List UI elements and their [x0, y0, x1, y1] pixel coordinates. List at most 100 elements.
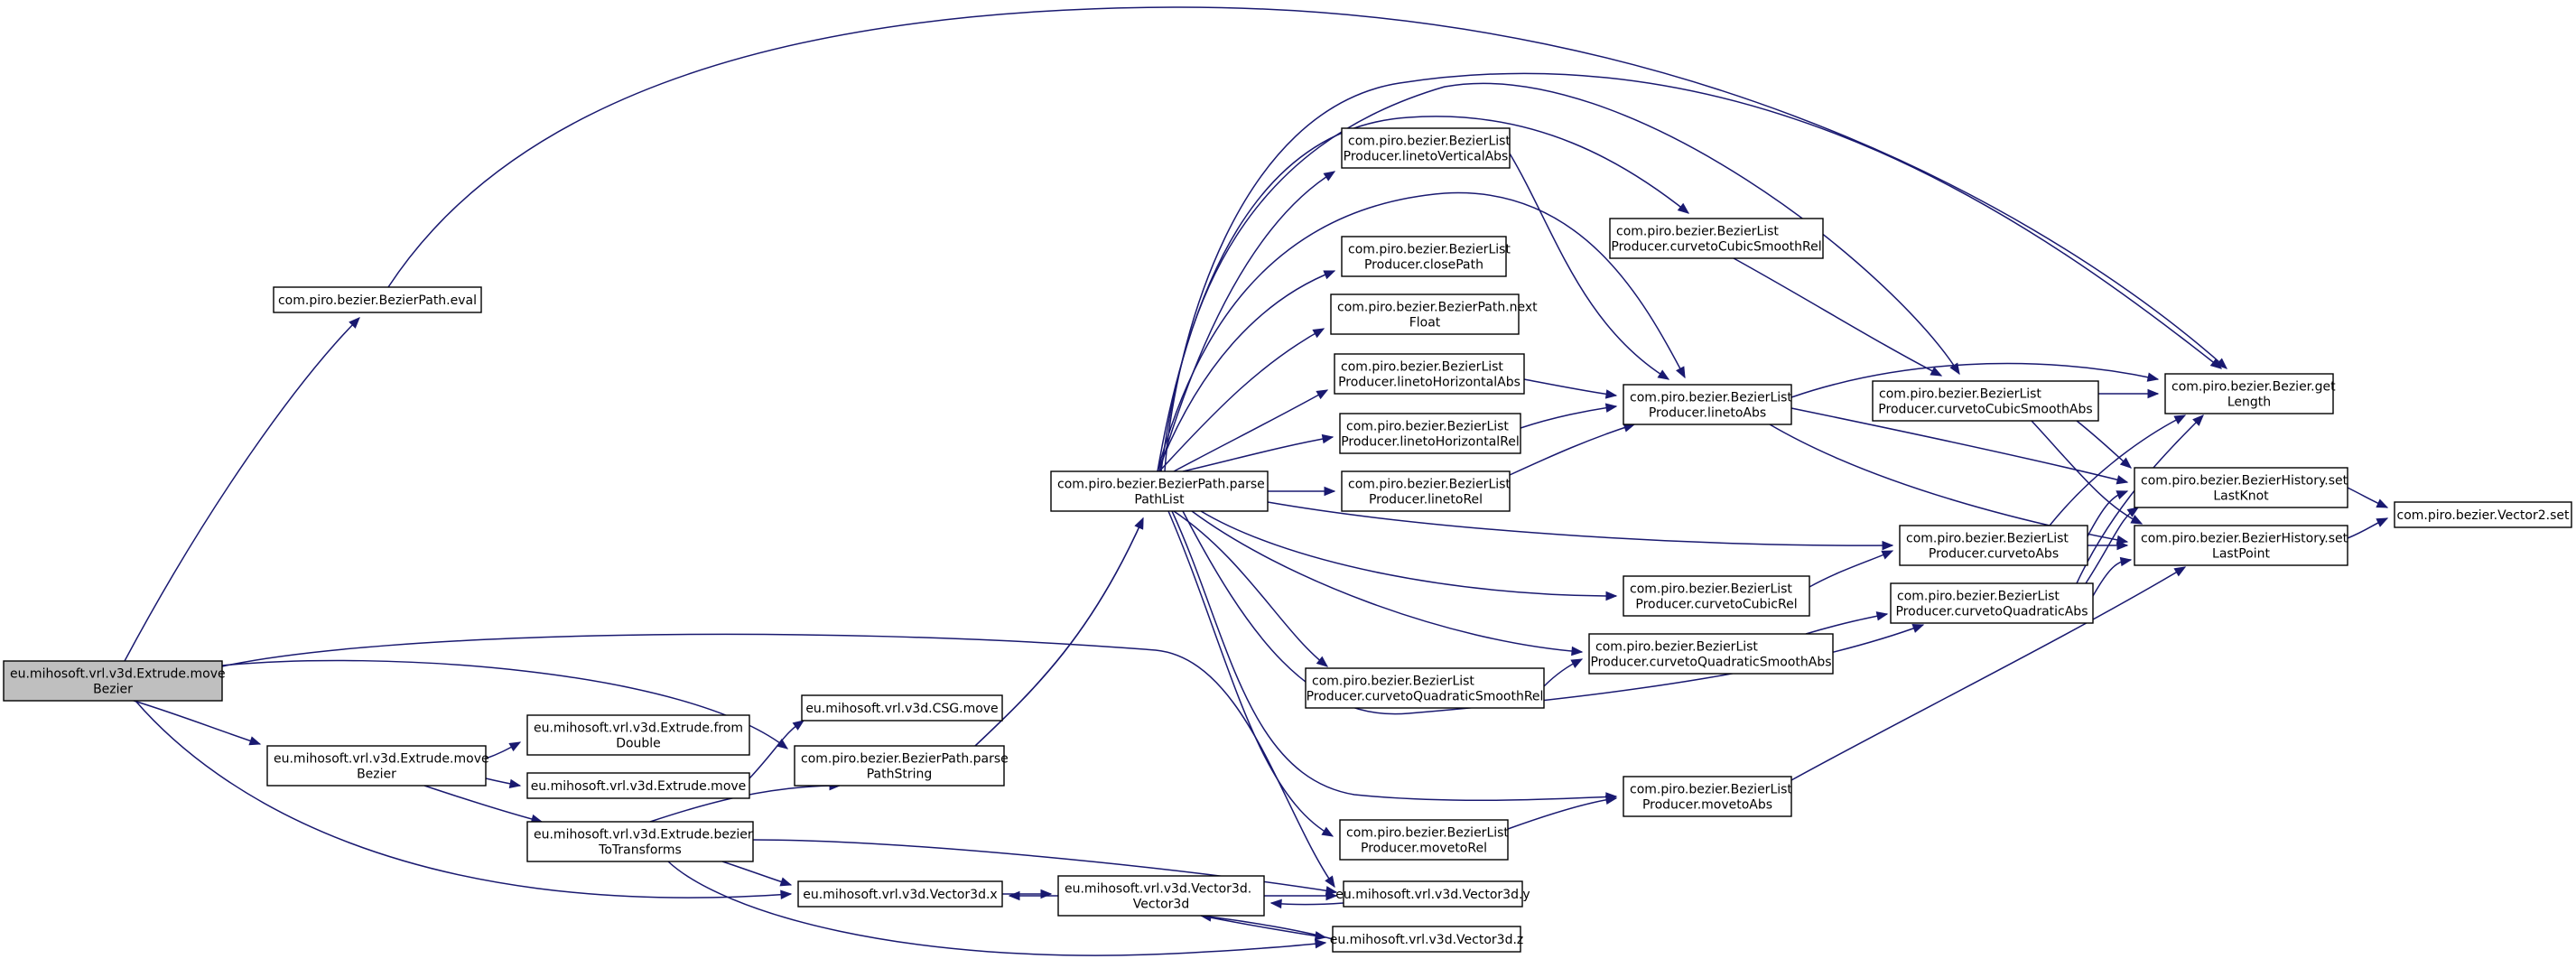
edge-arrowhead: [508, 778, 522, 789]
function-node[interactable]: com.piro.bezier.BezierHistory.setLastKno…: [2134, 467, 2348, 508]
edge-line: [1173, 510, 1328, 667]
function-node[interactable]: eu.mihosoft.vrl.v3d.Extrude.bezierToTran…: [526, 821, 754, 862]
edge-arrowhead: [2130, 515, 2144, 525]
edge-n4-n5: [1157, 270, 1336, 472]
node-box: [1334, 353, 1525, 395]
function-node[interactable]: eu.mihosoft.vrl.v3d.Vector3d.Vector3d: [1057, 875, 1265, 917]
node-label: com.piro.bezier.BezierList: [1630, 783, 1792, 797]
edge-line: [221, 633, 1335, 888]
function-node[interactable]: com.piro.bezier.BezierListProducer.curve…: [1890, 582, 2094, 624]
node-box: [266, 745, 487, 787]
node-label: LastPoint: [2212, 547, 2270, 562]
node-label: Producer.movetoAbs: [1642, 798, 1772, 813]
edge-line: [1158, 328, 1325, 472]
edge-arrowhead: [349, 317, 360, 329]
node-label: eu.mihosoft.vrl.v3d.Vector3d.x: [803, 888, 997, 902]
node-box: [2394, 501, 2572, 528]
edge-n18-n15: [1509, 423, 1636, 476]
node-label: Producer.linetoHorizontalRel: [1341, 435, 1520, 450]
node-box: [1341, 470, 1511, 512]
function-node[interactable]: com.piro.bezier.BezierListProducer.curve…: [1899, 525, 2088, 566]
function-node[interactable]: com.piro.bezier.BezierListProducer.curve…: [1623, 575, 1810, 617]
edge-line: [1507, 797, 1617, 830]
node-box: [1057, 875, 1265, 917]
edge-n4-n15: [1157, 191, 1686, 472]
function-node[interactable]: com.piro.bezier.BezierListProducer.linet…: [1334, 353, 1525, 395]
edge-arrowhead: [1316, 656, 1329, 667]
edge-n26-n27: [721, 861, 793, 887]
node-label: com.piro.bezier.BezierPath.eval: [278, 293, 477, 308]
edge-arrowhead: [2376, 517, 2389, 527]
node-label: com.piro.bezier.BezierList: [1616, 225, 1779, 239]
node-label: com.piro.bezier.BezierList: [1595, 640, 1758, 655]
edge-arrowhead: [1324, 486, 1336, 497]
function-node[interactable]: eu.mihosoft.vrl.v3d.Vector3d.y: [1335, 880, 1530, 908]
edge-n4-n9: [1200, 510, 1618, 601]
edge-n13-n12: [1805, 611, 1889, 635]
edge-arrowhead: [1323, 270, 1336, 280]
function-node[interactable]: com.piro.bezier.BezierHistory.setLastPoi…: [2134, 525, 2348, 566]
node-box: [1623, 384, 1792, 425]
edge-n4-n10: [1160, 82, 1960, 472]
node-label: Bezier: [93, 683, 133, 697]
function-node[interactable]: com.piro.bezier.BezierListProducer.linet…: [1341, 127, 1511, 169]
edge-line: [1200, 915, 1326, 938]
node-box: [1588, 633, 1834, 675]
node-layer: eu.mihosoft.vrl.v3d.Extrude.moveBezierco…: [3, 127, 2572, 953]
function-node[interactable]: com.piro.bezier.BezierPath.eval: [273, 286, 482, 313]
function-node[interactable]: com.piro.bezier.BezierListProducer.movet…: [1339, 819, 1509, 861]
edge-arrowhead: [1312, 328, 1325, 339]
edge-n1-n2: [387, 6, 2227, 369]
function-node[interactable]: com.piro.bezier.BezierListProducer.curve…: [1305, 667, 1545, 709]
function-node[interactable]: eu.mihosoft.vrl.v3d.Vector3d.z: [1330, 926, 1524, 953]
edge-n0-n1: [124, 317, 360, 662]
node-box: [801, 694, 1003, 722]
function-node[interactable]: eu.mihosoft.vrl.v3d.Extrude.move: [526, 772, 750, 799]
edge-arrowhead: [2147, 388, 2160, 399]
node-label: eu.mihosoft.vrl.v3d.Vector3d.z: [1330, 933, 1524, 947]
edge-arrowhead: [792, 720, 805, 731]
node-box: [1343, 880, 1523, 908]
node-label: Producer.curvetoCubicSmoothAbs: [1878, 403, 2092, 417]
function-node[interactable]: com.piro.bezier.BezierListProducer.curve…: [1609, 218, 1824, 259]
edge-arrowhead: [508, 741, 522, 752]
function-node[interactable]: com.piro.bezier.BezierListProducer.curve…: [1588, 633, 1834, 675]
edge-n29-n27: [1008, 890, 1058, 901]
function-node[interactable]: com.piro.bezier.BezierListProducer.linet…: [1623, 384, 1792, 425]
edge-line: [1790, 407, 2128, 483]
function-node[interactable]: eu.mihosoft.vrl.v3d.CSG.move: [801, 694, 1003, 722]
edge-n4-n20: [1171, 510, 1618, 802]
edge-n9-n6: [1809, 550, 1894, 588]
node-box: [1899, 525, 2088, 566]
function-node[interactable]: com.piro.bezier.BezierListProducer.linet…: [1341, 470, 1511, 512]
edge-line: [1270, 902, 1344, 906]
edge-arrowhead: [1911, 623, 1925, 633]
node-label: com.piro.bezier.BezierList: [1348, 135, 1511, 149]
edge-arrowhead: [1604, 795, 1618, 805]
edge-n12-n8: [2092, 556, 2133, 597]
edge-n6-n2: [2049, 414, 2187, 526]
function-node[interactable]: com.piro.bezier.BezierListProducer.curve…: [1872, 380, 2099, 422]
function-node[interactable]: com.piro.bezier.BezierListProducer.close…: [1341, 236, 1511, 277]
function-node[interactable]: com.piro.bezier.Vector2.set: [2394, 501, 2572, 528]
edge-n14-n13: [1543, 658, 1584, 687]
node-label: eu.mihosoft.vrl.v3d.Vector3d.: [1065, 882, 1251, 897]
function-node[interactable]: com.piro.bezier.BezierListProducer.movet…: [1623, 776, 1792, 817]
node-label: com.piro.bezier.BezierList: [1346, 826, 1509, 841]
edge-n4-n6: [1267, 501, 1894, 551]
edge-n4-n14: [1173, 510, 1329, 667]
node-label: Producer.curvetoAbs: [1929, 547, 2059, 562]
node-label: eu.mihosoft.vrl.v3d.Extrude.move: [274, 752, 489, 767]
edge-arrowhead: [2376, 498, 2389, 508]
function-node[interactable]: eu.mihosoft.vrl.v3d.Vector3d.x: [797, 880, 1003, 908]
node-label: Producer.curvetoCubicRel: [1635, 598, 1797, 612]
function-node[interactable]: com.piro.bezier.BezierListProducer.linet…: [1339, 413, 1521, 454]
edge-arrowhead: [1134, 517, 1144, 530]
function-node[interactable]: com.piro.bezier.BezierPath.parsePathStri…: [794, 745, 1009, 787]
